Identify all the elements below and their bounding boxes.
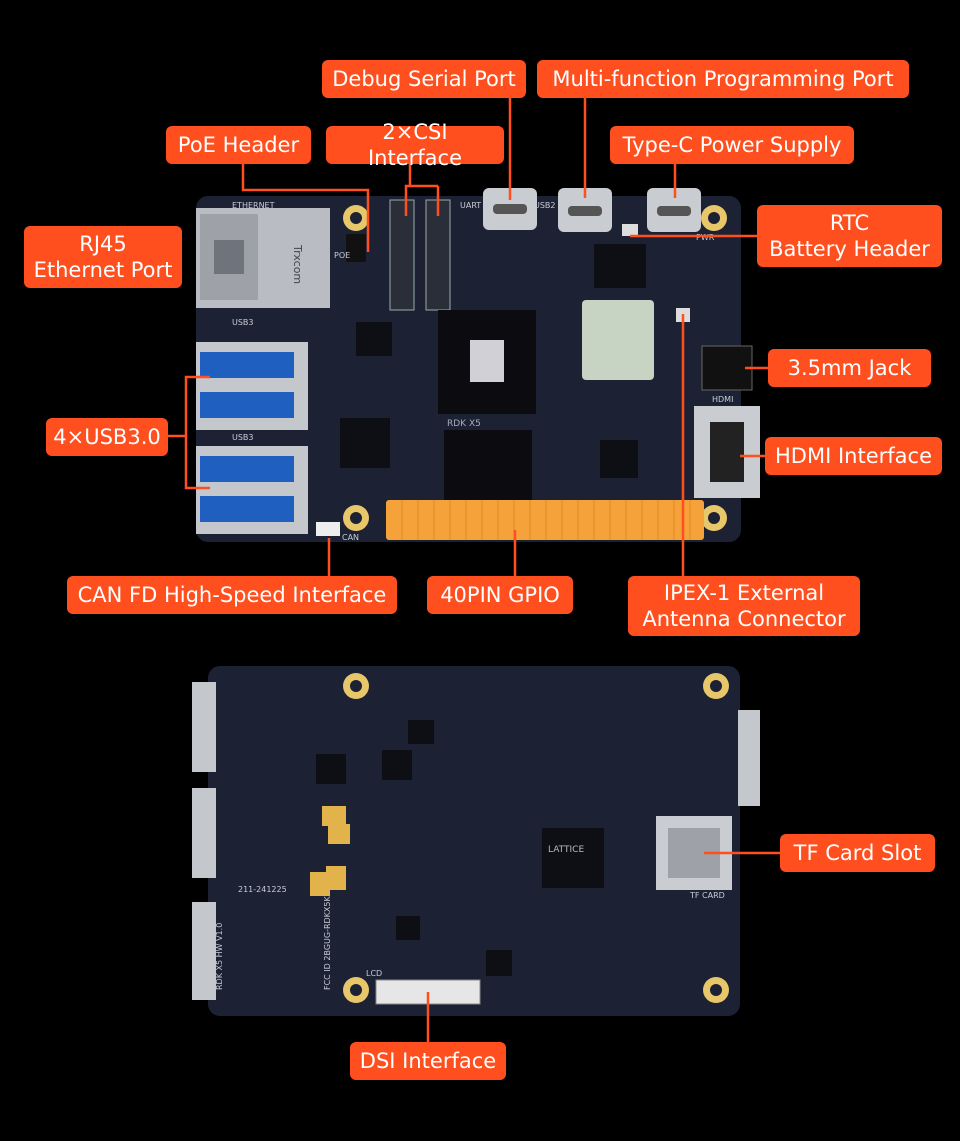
silk-usb3-b: USB3 (232, 433, 254, 442)
usb3-label: 4×USB3.0 (46, 418, 168, 456)
can-fd-interface-label: CAN FD High-Speed Interface (67, 576, 397, 614)
3-5mm-jack-label: 3.5mm Jack (768, 349, 931, 387)
bottom-board: LATTICE TF CARD LCD 211-241225 RDK X5 HW… (192, 666, 760, 1016)
silk-hw-version: RDK X5 HW V1.0 (215, 923, 224, 990)
usb3-ports (196, 342, 308, 534)
leader-lines (168, 98, 780, 1042)
dsi-interface-label: DSI Interface (350, 1042, 506, 1080)
debug-serial-port-label: Debug Serial Port (322, 60, 526, 98)
svg-text:Trxcom: Trxcom (291, 244, 304, 284)
lattice-text: LATTICE (548, 845, 584, 855)
silk-pwr: PWR (696, 233, 715, 242)
silk-ethernet: ETHERNET (232, 201, 275, 210)
silk-usb3-a: USB3 (232, 318, 254, 327)
type-c-power-supply-label: Type-C Power Supply (610, 126, 854, 164)
rj45-ethernet-port-label: RJ45 Ethernet Port (24, 226, 182, 288)
soc-model-text: RDK X5 (447, 419, 481, 429)
multi-function-programming-port-label: Multi-function Programming Port (537, 60, 909, 98)
silk-usb2: USB2 (534, 201, 556, 210)
silk-can: CAN (342, 533, 359, 542)
rtc-battery-header-label: RTC Battery Header (757, 205, 942, 267)
silk-fcc-id: FCC ID 2BGUG-RDKX5K (323, 896, 332, 990)
poe-header-label: PoE Header (166, 126, 311, 164)
silk-cert-code: 211-241225 (238, 885, 287, 894)
top-board: Trxcom (196, 188, 760, 542)
csi-interface-label: 2×CSI Interface (326, 120, 504, 170)
tf-card-slot-label: TF Card Slot (780, 834, 935, 872)
silk-lcd: LCD (366, 969, 382, 978)
silk-poe: POE (334, 251, 350, 260)
ipex-antenna-connector-label: IPEX-1 External Antenna Connector (628, 576, 860, 636)
40pin-gpio-label: 40PIN GPIO (427, 576, 573, 614)
silk-tf-card: TF CARD (689, 891, 725, 900)
silk-uart: UART (460, 201, 481, 210)
hdmi-interface-label: HDMI Interface (765, 437, 942, 475)
bottom-pcb (208, 666, 740, 1016)
silk-hdmi: HDMI (712, 395, 733, 404)
